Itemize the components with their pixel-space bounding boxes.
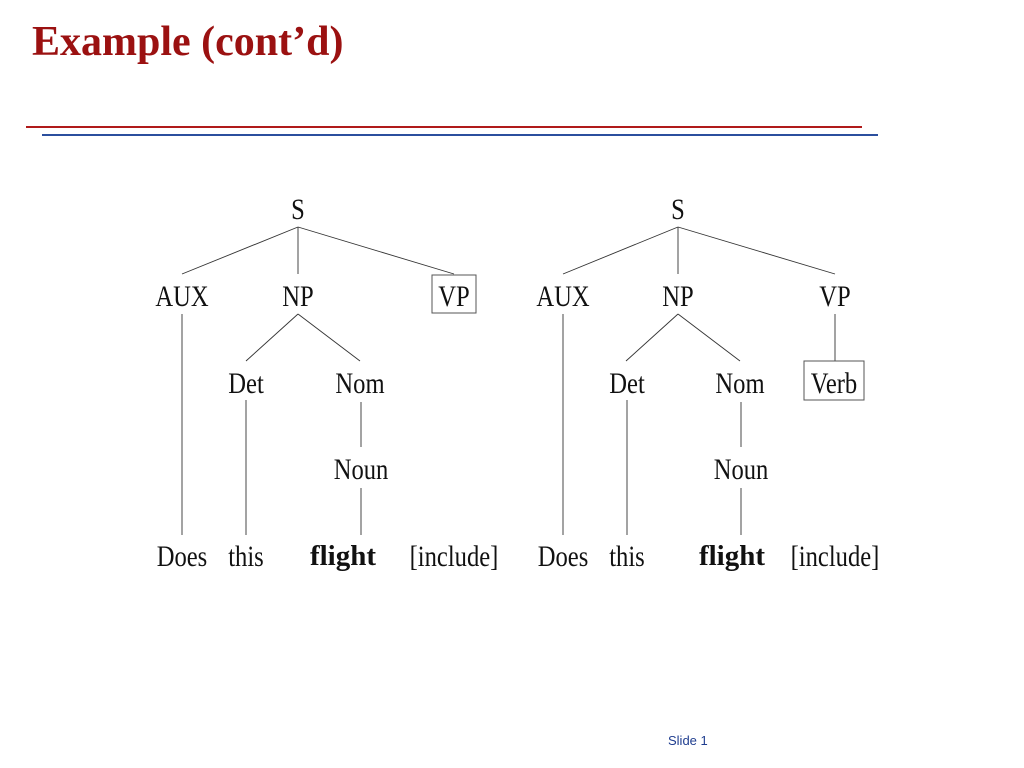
node-nom: Nom: [715, 367, 764, 400]
edge: [677, 226, 836, 275]
node-s: S: [671, 193, 685, 226]
node-noun: Noun: [714, 453, 769, 486]
node-s: S: [291, 193, 305, 226]
word-include: [include]: [791, 540, 880, 573]
node-aux: AUX: [155, 280, 208, 313]
word-this: this: [228, 540, 264, 573]
node-verb: Verb: [811, 367, 857, 400]
edge: [562, 226, 679, 275]
word-does: Does: [157, 540, 208, 573]
slide-title: Example (cont’d): [32, 19, 344, 65]
node-noun: Noun: [334, 453, 389, 486]
parse-tree-2: S AUX NP VP Det Nom Verb Noun Does this …: [536, 193, 879, 573]
edge: [297, 226, 455, 275]
highlight-box-verb: [803, 360, 865, 401]
word-flight: flight: [699, 540, 765, 572]
word-flight: flight: [310, 540, 376, 572]
edge: [677, 313, 741, 362]
word-this: this: [609, 540, 645, 573]
edge: [245, 313, 299, 362]
word-does: Does: [538, 540, 589, 573]
node-nom: Nom: [335, 367, 384, 400]
node-det: Det: [609, 367, 645, 400]
node-vp: VP: [819, 280, 850, 313]
slide-number: Slide 1: [668, 733, 708, 748]
node-vp: VP: [438, 280, 469, 313]
title-rule-red: [26, 126, 862, 128]
node-aux: AUX: [536, 280, 589, 313]
highlight-box-vp: [431, 274, 477, 314]
word-include: [include]: [410, 540, 499, 573]
node-det: Det: [228, 367, 264, 400]
node-np: NP: [282, 280, 313, 313]
node-np: NP: [662, 280, 693, 313]
edge: [625, 313, 679, 362]
parse-tree-1: S AUX NP VP Det Nom Noun Does this fligh…: [155, 193, 498, 573]
edge: [181, 226, 299, 275]
edge: [297, 313, 361, 362]
title-rule-blue: [42, 134, 878, 136]
